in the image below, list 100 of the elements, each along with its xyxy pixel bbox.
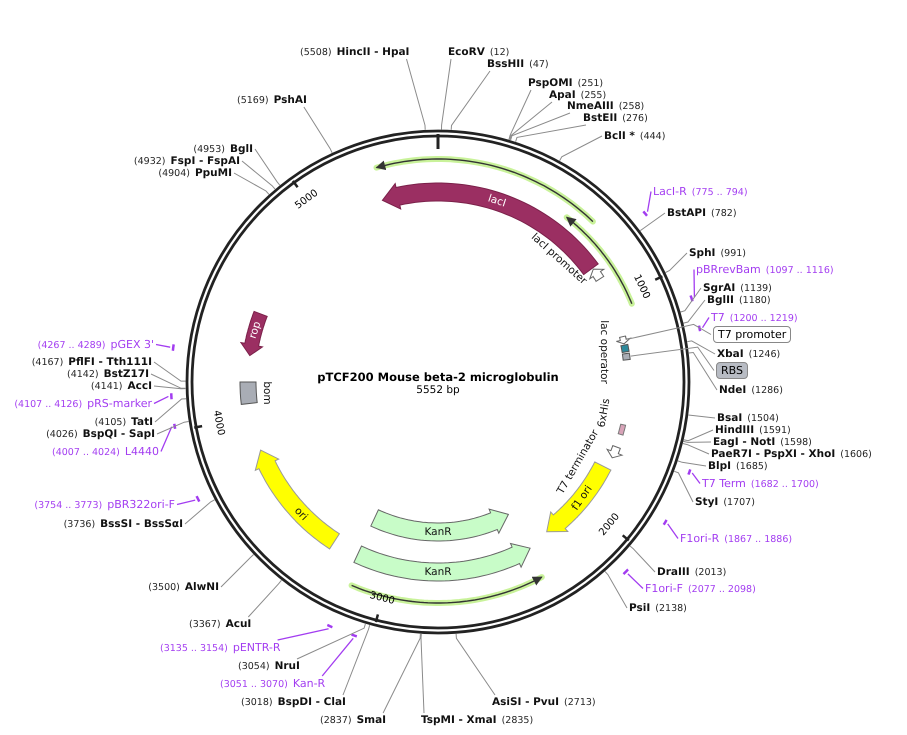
enzyme-name: SphI (689, 247, 716, 259)
position-label: (2138) (655, 603, 687, 614)
leader-line (509, 102, 552, 140)
promoter-arrow (616, 336, 632, 344)
leader-line (382, 633, 421, 714)
leader-line (160, 426, 172, 452)
leader-line (604, 570, 628, 608)
position-label: (1200 .. 1219) (730, 313, 798, 324)
leader-line (692, 472, 701, 484)
enzyme-name: PpuMI (194, 167, 232, 179)
primer-binding-mark (622, 568, 629, 575)
position-label: (3054) (238, 661, 270, 672)
leader-line (674, 470, 694, 502)
primer-binding-mark (170, 392, 173, 400)
position-label: (2837) (320, 715, 352, 726)
enzyme-name: NruI (274, 660, 300, 672)
leader-line (683, 430, 714, 442)
position-label: (1180) (738, 295, 771, 306)
position-label: (3135 .. 3154) (160, 643, 228, 654)
enzyme-name: PspOMI (528, 77, 573, 89)
position-label: (1707) (723, 497, 755, 508)
leader-line (150, 374, 186, 389)
leader-line (220, 554, 254, 588)
leader-line (680, 288, 702, 312)
feature-label: rop (247, 320, 264, 340)
feature-label: f1 ori (569, 484, 595, 514)
enzyme-name: BglI (230, 143, 253, 155)
map-title: pTCF200 Mouse beta-2 microglobulin (317, 371, 559, 384)
enzyme-name: HincII - HpaI (336, 46, 410, 58)
leader-line (510, 112, 570, 141)
position-label: (4007 .. 4024) (52, 447, 120, 458)
feature-label: ori (292, 504, 310, 524)
position-label: (255) (580, 90, 606, 101)
primer-name: Kan-R (292, 677, 326, 690)
position-label: (2835) (502, 715, 534, 726)
primer-binding-mark (172, 344, 175, 352)
leader-line (693, 270, 696, 298)
position-label: (4267 .. 4289) (38, 340, 106, 351)
position-label: (2077 .. 2098) (688, 584, 756, 595)
position-label: (1139) (740, 283, 772, 294)
feature-label: KanR (424, 566, 452, 578)
position-label: (991) (720, 248, 746, 259)
leader-line (234, 172, 270, 195)
primer-name: pRS-marker (87, 397, 152, 410)
leader-line (154, 362, 186, 382)
enzyme-name: DraIII (657, 566, 690, 578)
leader-line (646, 191, 652, 212)
position-label: (4953) (193, 144, 225, 155)
primer-binding-mark (687, 468, 692, 476)
primer-binding-mark (689, 295, 694, 302)
position-label: (258) (618, 101, 644, 112)
primer-binding-mark (642, 210, 648, 217)
leader-line (303, 106, 333, 154)
leader-line (176, 499, 196, 506)
enzyme-name: NdeI (719, 384, 746, 396)
position-label: (1685) (736, 461, 768, 472)
leader-line (667, 524, 679, 539)
leader-line (686, 340, 716, 354)
leader-line (154, 386, 186, 390)
enzyme-name: BclI * (604, 130, 635, 142)
position-label: (4932) (134, 156, 166, 167)
primer-name: T7 (711, 311, 725, 324)
leader-line (156, 421, 190, 434)
position-label: (775 .. 794) (692, 187, 748, 198)
rbs-box (622, 352, 631, 361)
leader-line (342, 624, 370, 696)
position-label: (1246) (748, 349, 780, 360)
enzyme-name: XbaI (717, 348, 744, 360)
leader-line (630, 346, 714, 371)
leader-line (184, 499, 216, 524)
size-label: 5552 bp (416, 384, 460, 396)
feature-label: lacI (486, 192, 508, 210)
leader-line (154, 398, 187, 422)
leader-line (254, 148, 280, 186)
leader-line (627, 573, 644, 589)
enzyme-name: AlwNI (184, 581, 219, 593)
position-label: (3736) (64, 519, 96, 530)
enzyme-name: BspQI - SapI (82, 428, 155, 440)
leader-line (248, 580, 282, 618)
tick-label: 1000 (630, 272, 652, 301)
primer-name: T7 Term (702, 477, 746, 490)
leader-line (626, 324, 712, 340)
primer-name: pGEX 3' (110, 338, 154, 351)
primer-name: LacI-R (653, 185, 687, 198)
primer-binding-mark (698, 325, 702, 332)
position-label: (1504) (747, 413, 779, 424)
position-label: (4141) (90, 381, 123, 392)
leader-line (683, 300, 706, 324)
leader-line (456, 633, 496, 696)
primer-binding-mark (195, 496, 200, 502)
leader-line (406, 58, 426, 130)
enzyme-name: BssHII (487, 58, 524, 70)
position-label: (1591) (759, 425, 791, 436)
position-label: (1286) (751, 385, 783, 396)
enzyme-name: BglII (707, 294, 734, 306)
enzyme-name: PshAI (274, 94, 307, 106)
leader-line (682, 440, 712, 443)
primer-binding-mark (326, 624, 333, 628)
enzyme-name: BlpI (708, 460, 732, 472)
leader-line (515, 124, 586, 142)
